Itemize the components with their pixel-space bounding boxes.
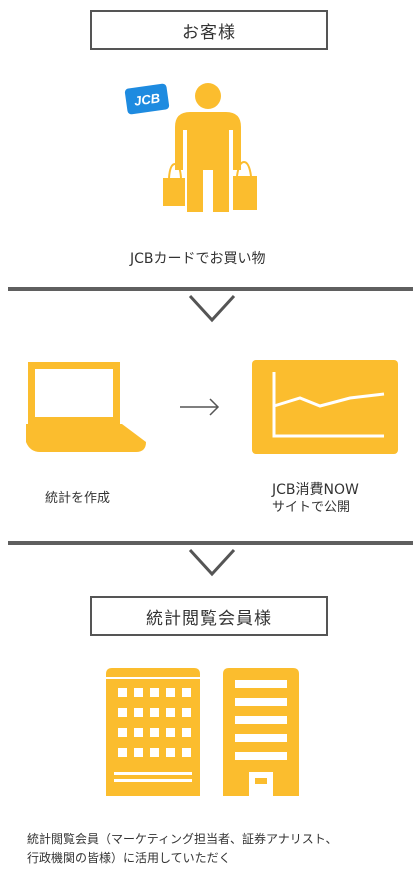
divider-top <box>8 287 413 291</box>
members-title-box: 統計閲覧会員様 <box>90 596 328 636</box>
office-building-icon <box>106 668 200 796</box>
chevron-down-icon <box>188 294 236 323</box>
line-chart-screen-icon <box>252 360 398 454</box>
left-caption: 統計を作成 <box>45 491 111 506</box>
members-caption-line2: 行政機関の皆様）に活用していただく <box>27 851 231 865</box>
laptop-icon <box>26 362 146 452</box>
arrow-right-icon <box>180 398 220 416</box>
members-caption-line1: 統計閲覧会員（マーケティング担当者、証券アナリスト、 <box>27 832 338 846</box>
shopper-icon <box>163 83 257 212</box>
customer-caption: JCBカードでお買い物 <box>130 251 266 267</box>
right-caption-line2: サイトで公開 <box>272 500 351 515</box>
right-caption-line1: JCB消費NOW <box>272 482 359 498</box>
chevron-down-icon <box>188 548 236 577</box>
tower-building-icon <box>223 668 299 796</box>
customer-title: お客様 <box>182 22 236 43</box>
divider-bottom <box>8 541 413 545</box>
members-title: 統計閲覧会員様 <box>146 608 272 629</box>
customer-title-box: お客様 <box>90 10 328 50</box>
